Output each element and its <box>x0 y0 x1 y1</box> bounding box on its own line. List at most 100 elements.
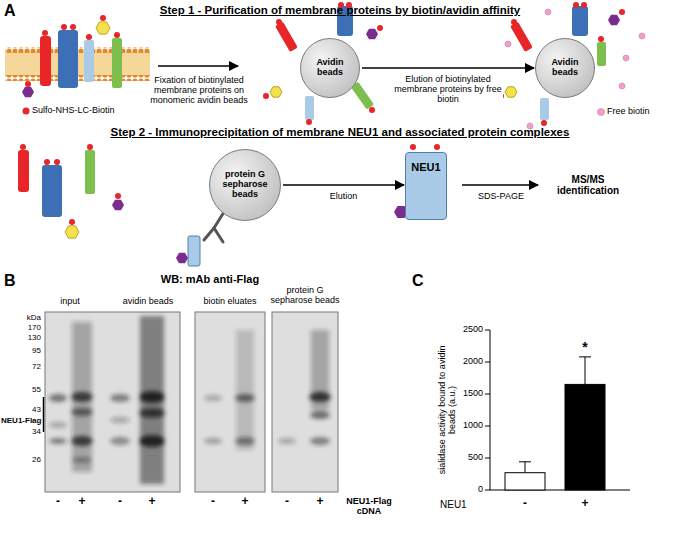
neu1-decoration <box>434 144 440 150</box>
biotin-dot <box>20 144 26 150</box>
blot-panel <box>45 312 180 492</box>
biotin-dot <box>86 34 92 40</box>
node-text-group: Avidin beads <box>307 58 353 78</box>
bead-circle: Avidin beads <box>535 38 595 98</box>
lane-label: avidin beads <box>108 297 188 307</box>
eluted-protein <box>510 22 533 52</box>
free-biotin-dot <box>623 55 629 61</box>
legend-text: Sulfo-NHS-LC-Biotin <box>32 106 152 116</box>
protein-box: NEU1 <box>405 152 447 220</box>
biotin-dot <box>100 15 106 21</box>
biotin-dot <box>114 32 120 38</box>
lane-label: protein G sepharose beads <box>266 286 344 306</box>
blot-band <box>110 394 130 402</box>
blot-panel <box>272 312 338 492</box>
biotin-dot <box>369 107 375 113</box>
biotin-dot <box>115 193 121 199</box>
bound-protein <box>305 96 314 120</box>
marker-size: 72 <box>5 363 41 372</box>
lane-sign: - <box>51 495 65 508</box>
biotin-dot <box>377 25 383 31</box>
membrane-protein <box>42 165 62 217</box>
flow-arrow <box>362 67 534 69</box>
panel-letter: A <box>4 2 24 20</box>
blot-band <box>139 391 165 403</box>
blot-band <box>49 316 331 484</box>
antibody <box>214 212 224 228</box>
biotin-dot <box>25 81 31 87</box>
blot-band <box>71 392 93 402</box>
marker-size: 130 <box>5 334 41 343</box>
error-bar <box>585 357 586 385</box>
biotin-dot <box>263 93 269 99</box>
biotin-dot <box>69 219 75 225</box>
biotin-dot <box>23 15 121 115</box>
blot-band <box>235 394 255 402</box>
chart-axis <box>485 362 490 363</box>
marker-size: 55 <box>5 386 41 395</box>
chart-axis <box>485 330 630 490</box>
biotin-dot <box>573 2 579 8</box>
biotin-dot <box>61 24 67 30</box>
biotin-dot <box>23 108 30 115</box>
node-text: Avidin beads <box>542 58 588 78</box>
eluted-protein <box>505 6 620 120</box>
step-heading: Step 2 - Immunoprecipitation of membrane… <box>40 126 640 139</box>
error-bar <box>579 356 591 357</box>
blot-band <box>236 330 254 450</box>
blot-title: WB: mAb anti-Flag <box>110 273 310 285</box>
membrane-protein <box>18 150 124 238</box>
captured-neu1 <box>176 236 200 266</box>
membrane-protein <box>22 22 122 97</box>
significance-mark: * <box>578 340 592 355</box>
row-label: NEU1 <box>440 499 480 510</box>
bound-protein <box>275 22 298 52</box>
tick-label: 2500 <box>430 325 483 335</box>
free-biotin-dot <box>639 33 645 39</box>
node-text: NEU1 <box>411 161 440 173</box>
axis-unit: kDa <box>5 314 41 323</box>
blot-band <box>110 437 130 445</box>
blot-band <box>235 437 255 445</box>
lane-sign: - <box>206 495 220 508</box>
eluted-protein <box>597 42 606 66</box>
captured-neu1 <box>176 253 188 263</box>
membrane-protein <box>18 150 29 192</box>
legend-text: Free biotin <box>607 107 673 117</box>
free-biotin-dot <box>505 41 511 47</box>
free-biotin-dot <box>545 9 551 15</box>
lane-sign: + <box>75 495 89 508</box>
process-arrow <box>462 184 538 186</box>
blot-band <box>278 438 296 444</box>
error-bar <box>519 461 531 462</box>
band-label: NEU1-Flag <box>1 417 42 426</box>
lane-sign: - <box>280 495 294 508</box>
arrow-label: Elution <box>314 192 374 202</box>
marker-size: 34 <box>5 428 41 437</box>
flow-arrow <box>283 184 404 186</box>
blot-band <box>204 395 222 401</box>
biotin-dot <box>619 9 625 15</box>
row-label: NEU1-Flag cDNA <box>340 497 398 517</box>
lane-label: biotin eluates <box>190 297 270 307</box>
marker-size: 95 <box>5 347 41 356</box>
lane-sign: + <box>145 495 159 508</box>
free-biotin-dot <box>619 83 625 89</box>
membrane-protein <box>40 36 51 86</box>
biotin-dot <box>498 2 625 126</box>
chart-axis <box>485 458 490 459</box>
result-label: MS/MS identification <box>543 174 633 196</box>
bar <box>505 473 545 490</box>
error-bar <box>525 462 526 473</box>
bead-circle: Avidin beads <box>300 38 360 98</box>
chart-axis <box>485 490 490 491</box>
blot-band <box>72 457 92 463</box>
process-arrow <box>158 65 238 67</box>
biotin-dot <box>276 19 282 25</box>
bound-protein <box>351 82 374 110</box>
blot-band <box>72 322 92 472</box>
membrane-protein <box>22 87 34 97</box>
blot-band <box>71 408 93 416</box>
bound-protein <box>366 29 378 39</box>
biotin-dot <box>44 159 50 165</box>
